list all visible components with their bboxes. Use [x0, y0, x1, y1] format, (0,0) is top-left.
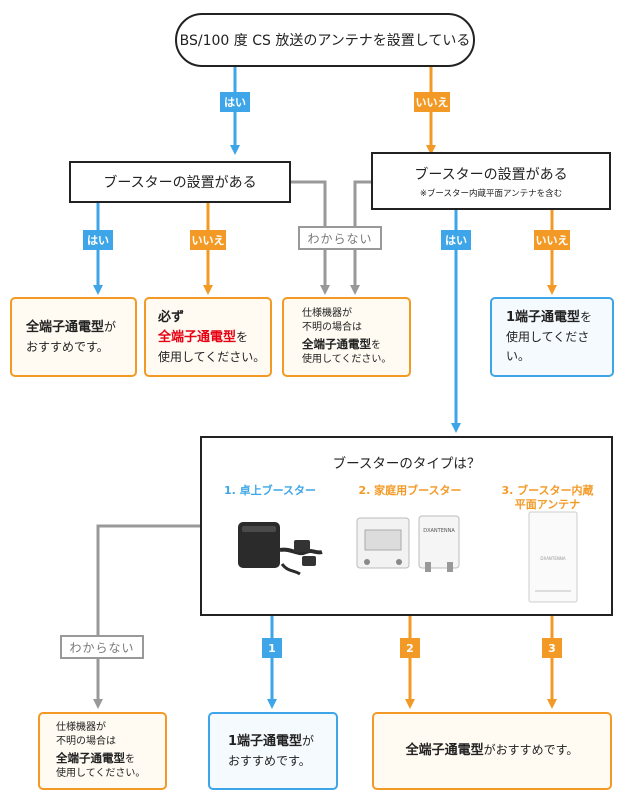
- answer-a3-line2: 不明の場合は: [302, 322, 362, 333]
- top-question: BS/100 度 CS 放送のアンテナを設置している: [175, 13, 475, 67]
- home-booster-image: DXANTENNA: [356, 515, 460, 572]
- type-3-label: 3. ブースター内蔵 平面アンテナ: [485, 484, 610, 513]
- booster-type-title: ブースターのタイプは？: [332, 456, 481, 472]
- answer-a2-tail: を: [236, 329, 249, 344]
- type-3-label-line1: 3. ブースター内蔵: [501, 484, 594, 497]
- answer-b2-bold: 1端子通電型: [228, 733, 303, 749]
- answer-a2-line1: 必ず: [158, 309, 185, 325]
- type-3-label-line2: 平面アンテナ: [514, 498, 581, 512]
- answer-a3-bold: 全端子通電型: [302, 336, 371, 351]
- home-booster-brand: DXANTENNA: [423, 528, 455, 534]
- left-question-text: ブースターの設置がある: [103, 175, 257, 191]
- flat-antenna-brand: DXANTENNA: [540, 556, 566, 561]
- answer-b1-line2: 不明の場合は: [56, 736, 116, 747]
- answer-unknown-bottom: 仕様機器が 不明の場合は 全端子通電型を 使用してください。: [38, 712, 167, 790]
- flat-antenna-image: DXANTENNA: [528, 511, 578, 603]
- right-question-text: ブースターの設置がある: [414, 166, 568, 183]
- answer-a2-red: 全端子通電型: [158, 329, 237, 345]
- unknown-tag-mid: わからない: [298, 226, 382, 250]
- answer-b2-line2: おすすめです。: [228, 753, 311, 768]
- line-right-unknown: [350, 180, 371, 295]
- answer-b1-tail: を: [125, 753, 135, 765]
- line-left-unknown: [290, 180, 330, 295]
- answer-a1-line2: おすすめです。: [26, 339, 109, 354]
- yes-tag-top: はい: [220, 92, 250, 112]
- unknown-tag-bottom: わからない: [60, 635, 144, 659]
- answer-all-terminal-bottom: 全端子通電型がおすすめです。: [372, 712, 612, 790]
- no-tag-left: いいえ: [190, 230, 226, 250]
- answer-must-all-terminal: 必ず 全端子通電型を 使用してください。: [144, 297, 272, 377]
- answer-b1-line4: 使用してください。: [56, 768, 146, 779]
- answer-a4-tail: を: [580, 310, 593, 325]
- answer-all-terminal-recommended: 全端子通電型が おすすめです。: [10, 297, 137, 377]
- right-question-box: ブースターの設置がある ※ブースター内蔵平面アンテナを含む: [371, 152, 611, 210]
- right-question-note: ※ブースター内蔵平面アンテナを含む: [419, 188, 563, 199]
- yes-tag-left: はい: [83, 230, 113, 250]
- answer-a3-line4: 使用してください。: [302, 354, 392, 365]
- type-2-label: 2. 家庭用ブースター: [358, 484, 462, 497]
- answer-b1-line1: 仕様機器が: [56, 721, 106, 733]
- answer-a1-bold: 全端子通電型: [26, 319, 105, 335]
- num-tag-1: 1: [262, 638, 282, 658]
- num-tag-2: 2: [400, 638, 420, 658]
- answer-a1-tail: が: [104, 319, 117, 334]
- answer-a3-tail: を: [371, 339, 381, 351]
- no-tag-top: いいえ: [414, 92, 450, 112]
- answer-a3-line1: 仕様機器が: [302, 307, 352, 319]
- answer-a4-line2: 使用してください。: [506, 330, 590, 364]
- desktop-booster-image: [238, 522, 323, 576]
- yes-tag-right: はい: [441, 230, 471, 250]
- top-question-text: BS/100 度 CS 放送のアンテナを設置している: [179, 33, 471, 49]
- answer-b3-tail: がおすすめです。: [483, 742, 579, 757]
- answer-one-terminal-recommended: 1端子通電型が おすすめです。: [208, 712, 338, 790]
- answer-b2-tail: が: [302, 733, 315, 748]
- type-1-label: 1. 卓上ブースター: [223, 484, 317, 497]
- answer-b3-bold: 全端子通電型: [405, 742, 484, 758]
- answer-b1-bold: 全端子通電型: [56, 750, 125, 765]
- answer-unknown-mid: 仕様機器が 不明の場合は 全端子通電型を 使用してください。: [282, 297, 411, 377]
- no-tag-right: いいえ: [534, 230, 570, 250]
- line-type-unknown: [93, 524, 200, 709]
- answer-one-terminal-use: 1端子通電型を 使用してください。: [490, 297, 614, 377]
- answer-a4-bold: 1端子通電型: [506, 310, 581, 326]
- num-tag-3: 3: [542, 638, 562, 658]
- left-question-box: ブースターの設置がある: [69, 161, 291, 203]
- answer-a2-line3: 使用してください。: [158, 349, 266, 364]
